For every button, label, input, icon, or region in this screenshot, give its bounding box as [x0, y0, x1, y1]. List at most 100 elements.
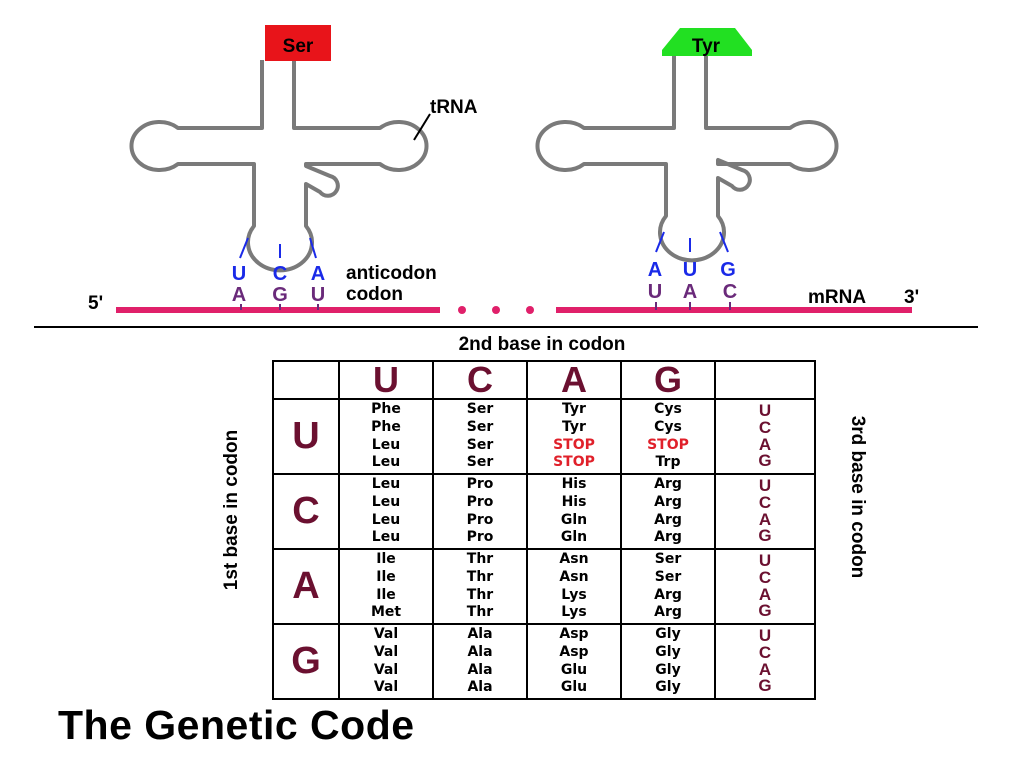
third-base-letter: A [758, 434, 772, 454]
first-base-letter: A [272, 548, 340, 625]
mrna-dot [526, 306, 534, 314]
ser-amino-acid-box [265, 25, 331, 61]
third-base-letter: C [758, 417, 772, 437]
amino-acid-label: Pro [466, 476, 494, 493]
mrna-dot [492, 306, 500, 314]
anticodon-base: C [273, 263, 287, 285]
corner-cell [714, 360, 816, 400]
tyr-amino-acid-box [662, 28, 752, 56]
amino-acid-label: Tyr [562, 418, 586, 435]
amino-acid-label: Ile [376, 586, 396, 603]
third-base-axis-label: 3rd base in codon [847, 415, 868, 579]
anticodon-base: G [720, 259, 736, 281]
anticodon-label: anticodon [346, 263, 437, 284]
amino-acid-label: Thr [466, 551, 494, 568]
ser-label: Ser [283, 36, 314, 57]
amino-acid-label: Arg [654, 511, 682, 528]
amino-acid-label: Gly [655, 679, 681, 696]
second-base-g: G [620, 360, 716, 400]
amino-acid-label: Ser [466, 454, 494, 471]
third-base-letter: G [758, 526, 772, 546]
third-base-letter: C [758, 567, 772, 587]
anticodon-tick [239, 237, 249, 259]
second-base-a: A [526, 360, 622, 400]
amino-acid-label: Pro [466, 511, 494, 528]
trna-left: Ser tRNA U C A A G U anticodon codon [129, 25, 478, 306]
amino-acid-label: Ser [466, 436, 494, 453]
tyr-label: Tyr [692, 36, 721, 57]
amino-acid-label: Met [370, 604, 402, 621]
amino-acid-label: Thr [466, 586, 494, 603]
corner-cell [272, 360, 340, 400]
trna-label: tRNA [430, 97, 478, 118]
amino-acid-label: Leu [371, 436, 401, 453]
amino-acid-label: Gln [560, 511, 588, 528]
codon-label: codon [346, 284, 403, 305]
amino-acid-label: Asp [559, 626, 589, 643]
first-base-letter: G [272, 623, 340, 700]
second-base-header-row: U C A G [272, 360, 816, 400]
amino-acid-label: Cys [654, 401, 682, 418]
amino-acid-label: Arg [654, 586, 682, 603]
stop-codon-label: STOP [553, 436, 595, 453]
amino-acid-label: Arg [654, 476, 682, 493]
mrna-strand: 5' mRNA 3' [88, 287, 919, 314]
first-base-axis-label: 1st base in codon [221, 429, 242, 591]
amino-acid-label: Lys [561, 604, 587, 621]
codon-base: U [311, 284, 325, 306]
third-base-letter: G [758, 676, 772, 696]
amino-acid-label: Cys [654, 418, 682, 435]
amino-acid-label: Gln [560, 529, 588, 546]
third-base-letter: U [758, 550, 772, 570]
amino-acid-label: Tyr [562, 401, 586, 418]
trna-left-outline [129, 60, 429, 273]
amino-acid-label: Asn [559, 568, 589, 585]
second-base-axis-label: 2nd base in codon [458, 334, 626, 355]
trna-right: Tyr A U G U A C [535, 28, 839, 303]
trna-right-outline [535, 56, 839, 263]
page-title: The Genetic Code [58, 702, 415, 748]
third-base-letter: U [758, 400, 772, 420]
second-base-c: C [432, 360, 528, 400]
amino-acid-label: Glu [560, 679, 588, 696]
amino-acid-label: Ser [466, 401, 494, 418]
amino-acid-label: Val [373, 643, 399, 660]
third-base-letter: U [758, 475, 772, 495]
amino-acid-label: Lys [561, 586, 587, 603]
amino-acid-label: Pro [466, 529, 494, 546]
anticodon-base: U [683, 259, 697, 281]
third-base-letter: U [758, 625, 772, 645]
amino-acid-label: Ser [654, 568, 682, 585]
amino-acid-label: Thr [466, 568, 494, 585]
first-base-letter: U [272, 398, 340, 475]
third-base-letter: A [758, 659, 772, 679]
amino-acid-label: Leu [371, 529, 401, 546]
third-base-letter: C [758, 642, 772, 662]
mrna-dot [458, 306, 466, 314]
amino-acid-label: Asn [559, 551, 589, 568]
codon-base: A [683, 281, 697, 303]
amino-acid-label: Val [373, 626, 399, 643]
codon-base: A [232, 284, 246, 306]
amino-acid-label: Gly [655, 643, 681, 660]
amino-acid-label: Pro [466, 493, 494, 510]
codon-base: C [723, 281, 737, 303]
